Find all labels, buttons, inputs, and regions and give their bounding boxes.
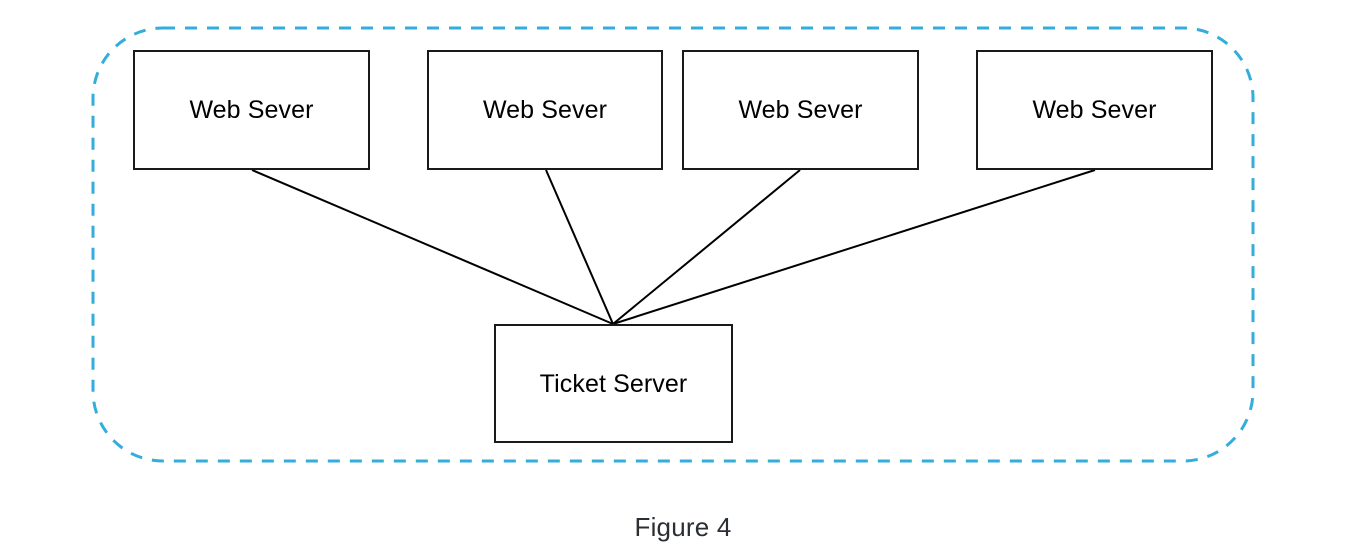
edge-web3-ticket [612, 169, 801, 325]
node-label-web-server-4: Web Sever [1032, 96, 1157, 124]
node-label-web-server-1: Web Sever [189, 96, 314, 124]
node-label-web-server-2: Web Sever [482, 96, 608, 124]
node-web-server-1[interactable]: Web Sever [133, 50, 370, 170]
node-label-web-server-3: Web Sever [738, 96, 863, 124]
dashed-group-boundary [91, 26, 1255, 463]
edge-web2-ticket [545, 169, 614, 325]
node-label-ticket-server: Ticket Server [539, 369, 688, 398]
node-web-server-2[interactable]: Web Sever [427, 50, 663, 170]
edge-web4-ticket [612, 169, 1096, 325]
figure-caption: Figure 4 [634, 512, 732, 542]
edge-web1-ticket [251, 169, 614, 325]
node-web-server-4[interactable]: Web Sever [976, 50, 1213, 170]
node-web-server-3[interactable]: Web Sever [682, 50, 919, 170]
node-ticket-server[interactable]: Ticket Server [494, 324, 733, 443]
